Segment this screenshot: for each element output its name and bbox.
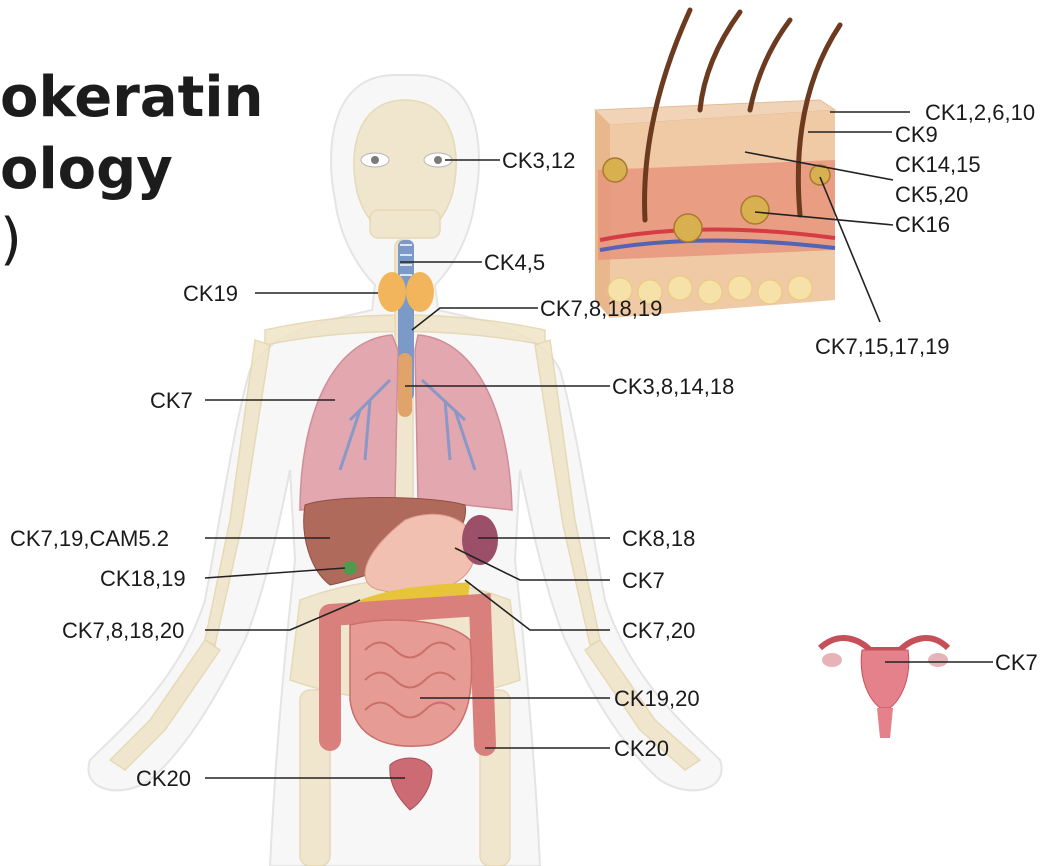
label-esophagus: CK4,5 — [484, 250, 545, 275]
label-eye: CK3,12 — [502, 148, 575, 173]
label-palm-sole: CK9 — [895, 122, 938, 147]
skin-diagram — [595, 10, 840, 318]
label-bladder: CK20 — [136, 766, 191, 791]
uterus — [820, 638, 948, 738]
label-pancreas: CK7,8,18,20 — [62, 618, 184, 643]
label-small-intestine: CK19,20 — [614, 686, 700, 711]
label-epidermis: CK1,2,6,10 — [925, 100, 1035, 125]
label-stomach: CK7 — [622, 568, 665, 593]
label-colon: CK20 — [614, 736, 669, 761]
label-gallbladder: CK18,19 — [100, 566, 186, 591]
spleen — [462, 515, 498, 565]
label-lung: CK7 — [150, 388, 193, 413]
label-duodenum: CK7,20 — [622, 618, 695, 643]
small-intestine — [350, 620, 472, 746]
label-trachea: CK7,8,18,19 — [540, 296, 662, 321]
label-sebaceous: CK7,15,17,19 — [815, 334, 950, 359]
label-thyroid: CK19 — [183, 281, 238, 306]
label-basal: CK14,15 — [895, 152, 981, 177]
gallbladder — [343, 561, 357, 575]
label-sweat-gland: CK16 — [895, 212, 950, 237]
label-uterus: CK7 — [995, 650, 1038, 675]
label-liver: CK7,19,CAM5.2 — [10, 526, 169, 551]
label-merkel: CK5,20 — [895, 182, 968, 207]
label-thymus: CK3,8,14,18 — [612, 374, 734, 399]
label-spleen: CK8,18 — [622, 526, 695, 551]
